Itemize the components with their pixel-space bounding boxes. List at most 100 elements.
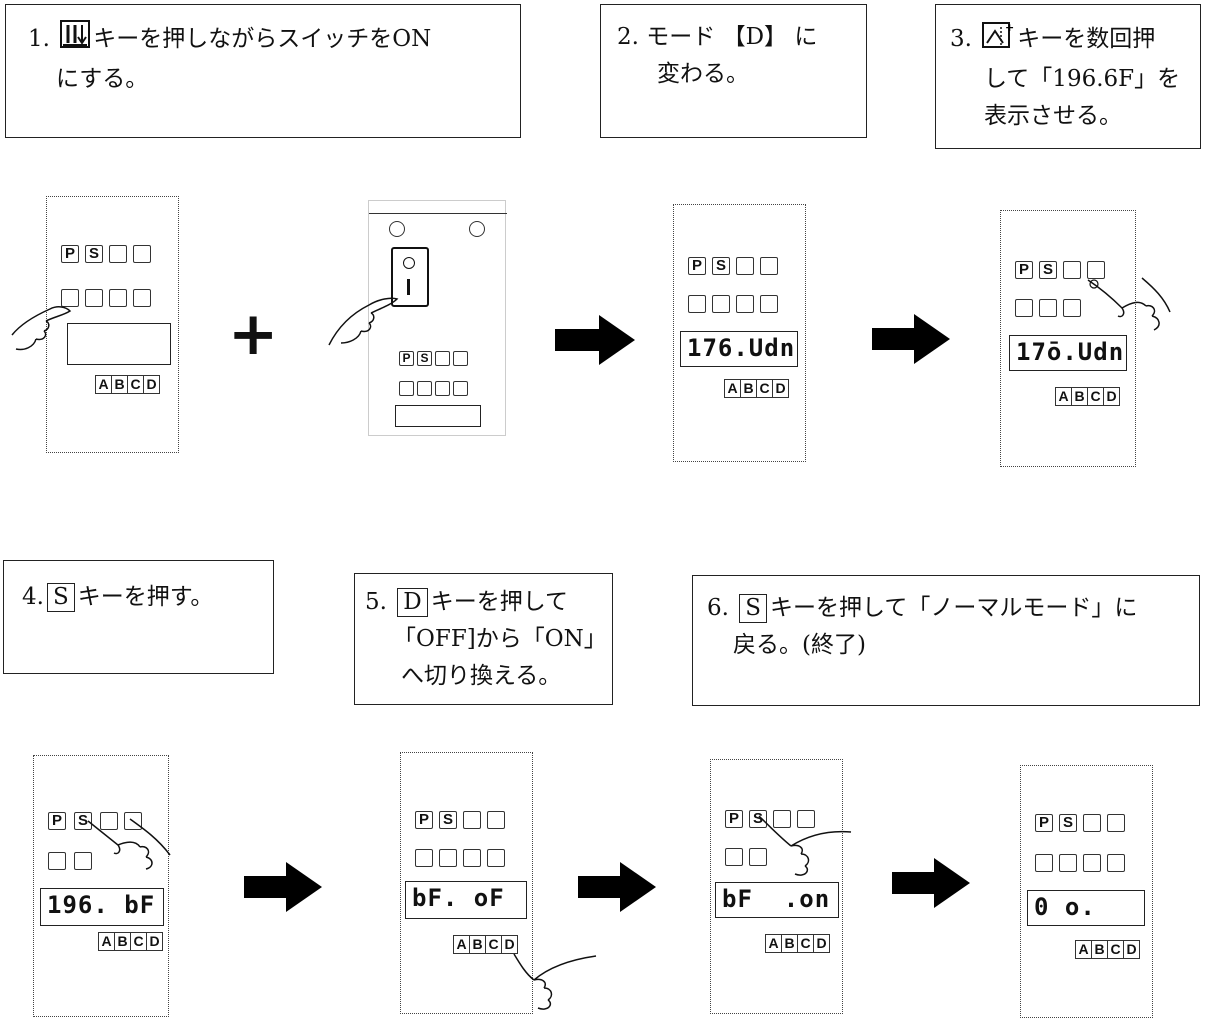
p-key[interactable]: P	[399, 351, 414, 366]
end-sew-key[interactable]	[124, 812, 142, 830]
p-key[interactable]: P	[61, 245, 79, 263]
hand-pointer-icon	[87, 818, 171, 870]
needle-updown-key[interactable]	[399, 381, 414, 396]
back-tack-key[interactable]	[109, 289, 127, 307]
slow-start-key[interactable]	[1083, 814, 1101, 832]
s-key[interactable]: S	[85, 245, 103, 263]
slow-start-key-icon: +	[981, 19, 1015, 61]
needle-updown-key[interactable]	[688, 295, 706, 313]
c-key[interactable]: C	[127, 375, 144, 394]
end-sew-key[interactable]	[760, 257, 778, 275]
slow-start-key[interactable]	[773, 810, 791, 828]
soft-start-key[interactable]	[749, 848, 767, 866]
b-key[interactable]: B	[111, 375, 128, 394]
s-key[interactable]: S	[749, 810, 767, 828]
back-tack-key[interactable]	[463, 849, 481, 867]
p-key[interactable]: P	[1015, 261, 1033, 279]
soft-start-key[interactable]	[74, 852, 92, 870]
b-key[interactable]: B	[1091, 940, 1108, 959]
needle-updown-key[interactable]	[415, 849, 433, 867]
trim-key[interactable]	[487, 849, 505, 867]
end-sew-key[interactable]	[453, 351, 468, 366]
hand-pointer-icon	[11, 306, 72, 351]
lcd-display	[395, 405, 481, 427]
d-key[interactable]: D	[772, 379, 789, 398]
a-key[interactable]: A	[453, 935, 470, 954]
machine-switch-panel: P S	[368, 200, 507, 436]
a-key[interactable]: A	[724, 379, 741, 398]
d-key[interactable]: D	[146, 932, 163, 951]
needle-updown-key[interactable]	[61, 289, 79, 307]
end-sew-key[interactable]	[797, 810, 815, 828]
p-key[interactable]: P	[688, 257, 706, 275]
needle-updown-key[interactable]	[48, 852, 66, 870]
back-tack-key[interactable]	[435, 381, 450, 396]
needle-updown-key[interactable]	[1035, 854, 1053, 872]
b-key[interactable]: B	[740, 379, 757, 398]
needle-updown-key[interactable]	[1015, 299, 1033, 317]
end-sew-key[interactable]	[1087, 261, 1105, 279]
soft-start-key[interactable]	[712, 295, 730, 313]
b-key[interactable]: B	[781, 934, 798, 953]
trim-key[interactable]	[453, 381, 468, 396]
trim-key[interactable]	[133, 289, 151, 307]
p-key[interactable]: P	[725, 810, 743, 828]
d-key[interactable]: D	[813, 934, 830, 953]
slow-start-key[interactable]	[1063, 261, 1081, 279]
c-key[interactable]: C	[756, 379, 773, 398]
a-key[interactable]: A	[1075, 940, 1092, 959]
d-key[interactable]: D	[1123, 940, 1140, 959]
slow-start-key[interactable]	[463, 811, 481, 829]
end-sew-key[interactable]	[133, 245, 151, 263]
a-key[interactable]: A	[1055, 387, 1072, 406]
a-key[interactable]: A	[765, 934, 782, 953]
trim-key[interactable]	[760, 295, 778, 313]
d-key[interactable]: D	[1103, 387, 1120, 406]
d-key[interactable]: D	[501, 935, 518, 954]
s-key[interactable]: S	[1039, 261, 1057, 279]
back-tack-key[interactable]	[1063, 299, 1081, 317]
c-key[interactable]: C	[485, 935, 502, 954]
soft-start-key[interactable]	[85, 289, 103, 307]
a-key[interactable]: A	[95, 375, 112, 394]
s-key[interactable]: S	[439, 811, 457, 829]
back-tack-key[interactable]	[736, 295, 754, 313]
soft-start-key[interactable]	[1059, 854, 1077, 872]
s-key[interactable]: S	[417, 351, 432, 366]
p-key[interactable]: P	[415, 811, 433, 829]
p-key[interactable]: P	[1035, 814, 1053, 832]
end-sew-key[interactable]	[1107, 814, 1125, 832]
slow-start-key[interactable]	[435, 351, 450, 366]
c-key[interactable]: C	[130, 932, 147, 951]
end-sew-key[interactable]	[487, 811, 505, 829]
slow-start-key[interactable]	[109, 245, 127, 263]
soft-start-key[interactable]	[417, 381, 432, 396]
c-key[interactable]: C	[797, 934, 814, 953]
c-key[interactable]: C	[1107, 940, 1124, 959]
power-switch[interactable]	[391, 247, 429, 307]
c-key[interactable]: C	[1087, 387, 1104, 406]
soft-start-key[interactable]	[1039, 299, 1057, 317]
slow-start-key[interactable]	[100, 812, 118, 830]
b-key[interactable]: B	[469, 935, 486, 954]
slow-start-key[interactable]	[736, 257, 754, 275]
needle-updown-key[interactable]	[725, 848, 743, 866]
step-1-text-b: にする。	[56, 66, 149, 92]
b-key[interactable]: B	[114, 932, 131, 951]
soft-start-key[interactable]	[439, 849, 457, 867]
p-key[interactable]: P	[48, 812, 66, 830]
trim-key[interactable]	[1107, 854, 1125, 872]
screw-icon	[389, 221, 405, 237]
b-key[interactable]: B	[1071, 387, 1088, 406]
a-key[interactable]: A	[98, 932, 115, 951]
s-key[interactable]: S	[74, 812, 92, 830]
d-key[interactable]: D	[143, 375, 160, 394]
back-tack-key[interactable]	[1083, 854, 1101, 872]
s-key[interactable]: S	[712, 257, 730, 275]
s-key[interactable]: S	[1059, 814, 1077, 832]
